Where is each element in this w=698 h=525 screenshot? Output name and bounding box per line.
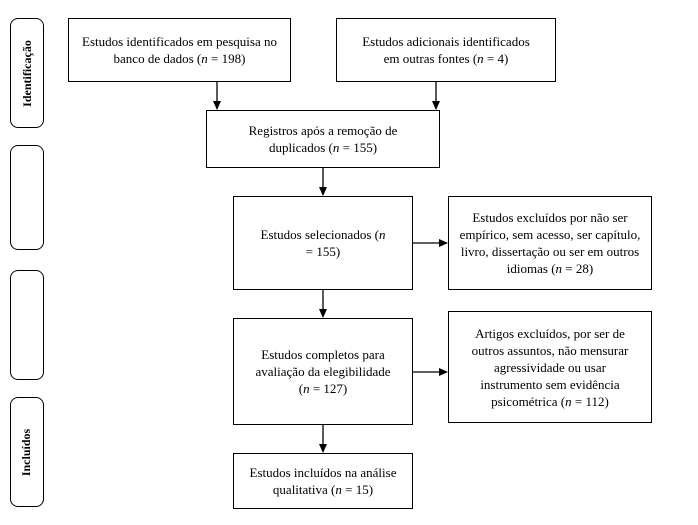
database-search-box: Estudos identificados em pesquisa no ban… <box>68 18 291 82</box>
excluded-full-text-box: Artigos excluídos, por ser de outros ass… <box>448 311 652 423</box>
screened-n-label: n <box>378 227 386 242</box>
full-text-text: Estudos completos para avaliação da eleg… <box>255 347 391 379</box>
excluded-screening-text: Estudos excluídos por não ser empírico, … <box>459 210 641 276</box>
excluded-screening-n-label: n <box>555 261 563 276</box>
stage-incluidos: Incluídos <box>10 397 44 507</box>
excluded-full-text-n-value: 112 <box>585 393 605 409</box>
full-text-n-label: n <box>303 381 310 396</box>
excluded-full-text-n-label: n <box>565 393 572 409</box>
database-search-n-label: n <box>201 51 208 66</box>
stage-selecao <box>10 145 44 250</box>
excluded-screening-box: Estudos excluídos por não ser empírico, … <box>448 196 652 290</box>
included-box: Estudos incluídos na análise qualitativa… <box>233 453 413 509</box>
included-n-value: 15 <box>355 482 369 497</box>
included-text: Estudos incluídos na análise qualitativa <box>249 465 397 497</box>
after-duplicates-n-label: n <box>332 140 340 155</box>
stage-identificacao: Identificação <box>10 18 44 128</box>
screened-n-value: 155 <box>316 244 336 259</box>
other-sources-n-value: 4 <box>497 51 505 66</box>
full-text-n-value: 127 <box>323 381 343 396</box>
stage-elegibilidade <box>10 270 44 380</box>
after-duplicates-text: Registros após a remoção de duplicados <box>248 123 398 155</box>
excluded-screening-n-value: 28 <box>575 261 589 276</box>
included-n-label: n <box>335 482 342 497</box>
database-search-text: Estudos identificados em pesquisa no ban… <box>82 34 277 66</box>
screened-box: Estudos selecionados (n = 155) <box>233 196 413 290</box>
other-sources-n-label: n <box>477 51 484 66</box>
excluded-full-text-text: Artigos excluídos, por ser de outros ass… <box>471 325 629 409</box>
other-sources-text: Estudos adicionais identificados em outr… <box>362 34 530 66</box>
database-search-n-value: 198 <box>221 51 242 66</box>
screened-text: Estudos selecionados <box>260 227 372 242</box>
after-duplicates-n-value: 155 <box>353 140 373 155</box>
full-text-box: Estudos completos para avaliação da eleg… <box>233 318 413 425</box>
other-sources-box: Estudos adicionais identificados em outr… <box>336 18 556 82</box>
after-duplicates-box: Registros após a remoção de duplicados (… <box>206 110 440 168</box>
